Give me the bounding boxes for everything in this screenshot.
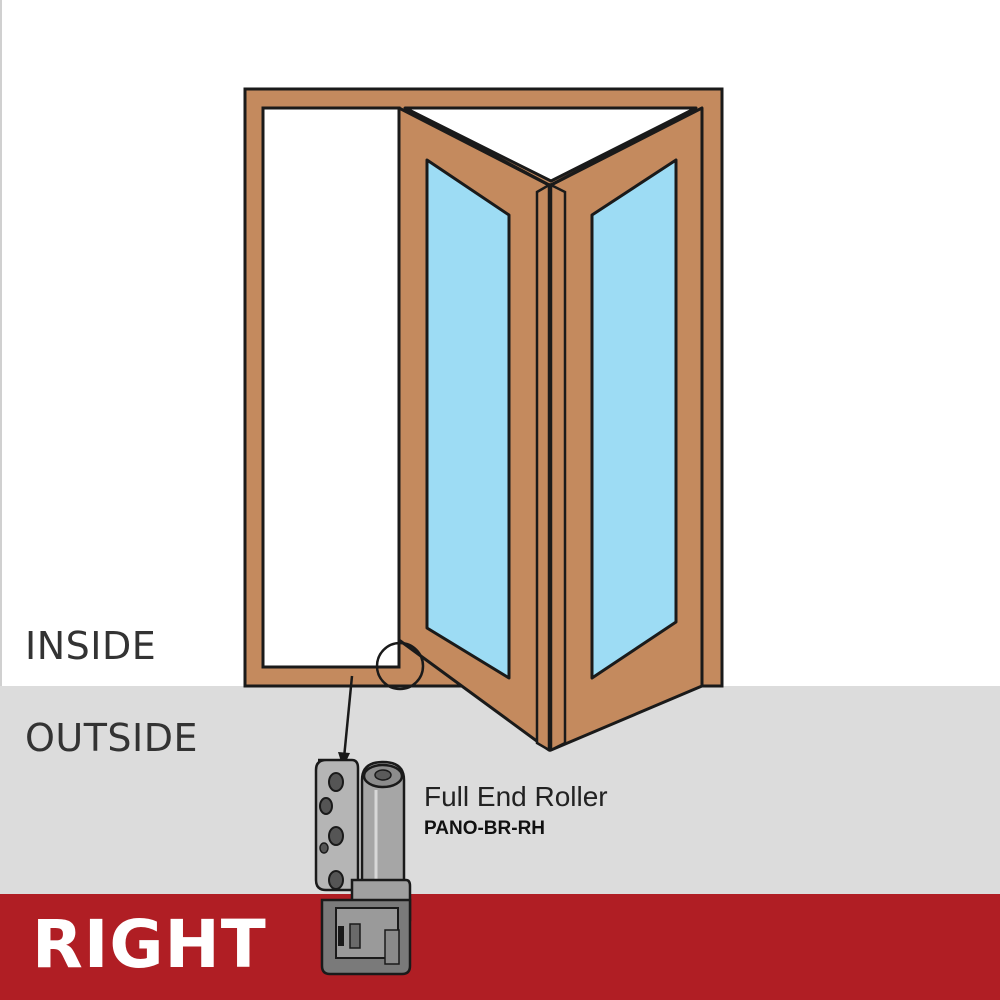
- glass-pane-right: [590, 158, 678, 680]
- outside-zone: [0, 686, 1000, 894]
- outside-label: OUTSIDE: [25, 716, 199, 760]
- inside-label: INSIDE: [25, 624, 157, 668]
- glass-pane-left: [425, 158, 511, 680]
- part-code: PANO-BR-RH: [424, 818, 546, 839]
- part-name: Full End Roller: [424, 781, 608, 812]
- hand-label: RIGHT: [32, 906, 267, 983]
- detail-callout: [338, 641, 425, 768]
- hand-band: [0, 894, 1000, 1000]
- door-panel-left: [397, 106, 551, 753]
- roller-hinge-icon: [314, 758, 412, 976]
- door-panel-right: [549, 106, 704, 753]
